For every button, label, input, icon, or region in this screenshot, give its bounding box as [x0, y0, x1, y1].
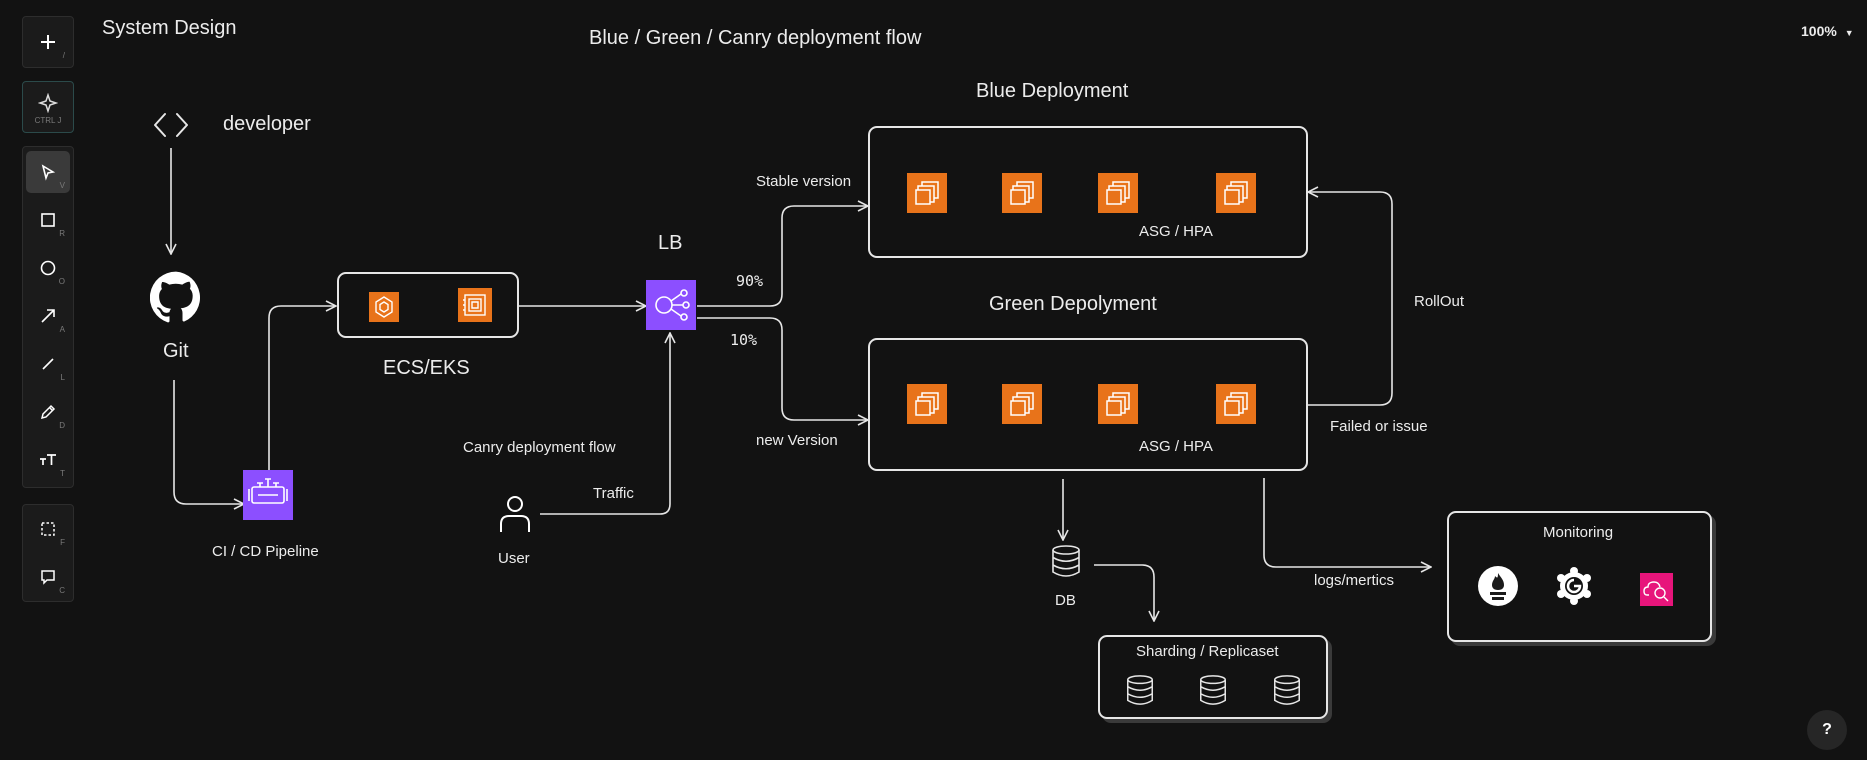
text-icon — [40, 454, 56, 465]
shortcut-label: F — [60, 538, 65, 547]
cicd-label: CI / CD Pipeline — [212, 543, 319, 560]
arrow-lb-to-green — [697, 317, 868, 420]
ecs-eks-label: ECS/EKS — [383, 357, 470, 379]
shortcut-label: V — [59, 181, 65, 190]
asg-hpa-label-green: ASG / HPA — [1139, 438, 1213, 455]
zoom-level: 100% — [1801, 23, 1837, 39]
sharding-replicaset-label: Sharding / Replicaset — [1136, 643, 1279, 660]
text-tool-button[interactable]: T — [26, 439, 70, 481]
frame-tool-button[interactable]: F — [26, 508, 70, 550]
cicd-pipeline-icon — [243, 470, 293, 520]
database-icon — [1200, 675, 1226, 705]
load-balancer-icon — [646, 280, 696, 330]
arrow-git-to-cicd — [173, 380, 244, 504]
database-icon — [1127, 675, 1153, 705]
user-icon — [500, 496, 530, 532]
toolbar-tools-group: V R O A L D T — [22, 146, 74, 488]
prometheus-icon — [1478, 566, 1518, 606]
arrow-cicd-to-ecs — [268, 306, 336, 470]
shortcut-label: / — [62, 51, 65, 60]
arrow-db-to-sharding — [1094, 564, 1154, 621]
shortcut-label: A — [59, 325, 65, 334]
chevron-down-icon: ▼ — [1844, 28, 1854, 38]
arrow-icon — [41, 309, 55, 323]
rollout-label: RollOut — [1414, 293, 1465, 310]
canvas-title[interactable]: System Design — [102, 17, 237, 39]
sparkle-icon — [38, 93, 58, 113]
ecs-eks-container[interactable] — [337, 272, 519, 338]
select-tool-button[interactable]: V — [26, 151, 70, 193]
database-icon — [1052, 545, 1080, 577]
toolbar-add-group: / — [22, 16, 74, 68]
monitoring-label: Monitoring — [1543, 524, 1614, 541]
shortcut-label: CTRL J — [34, 116, 62, 125]
line-tool-button[interactable]: L — [26, 343, 70, 385]
shortcut-label: O — [58, 277, 65, 286]
grafana-icon — [1557, 567, 1591, 605]
circle-icon — [40, 260, 56, 276]
circle-tool-button[interactable]: O — [26, 247, 70, 289]
pencil-tool-button[interactable]: D — [26, 391, 70, 433]
code-brackets-icon — [154, 113, 188, 137]
asg-hpa-label-blue: ASG / HPA — [1139, 223, 1213, 240]
line-icon — [42, 358, 54, 370]
zoom-control[interactable]: 100% ▼ — [1801, 23, 1854, 39]
rectangle-tool-button[interactable]: R — [26, 199, 70, 241]
ec2-instance-icon — [1098, 384, 1138, 424]
arrow-green-to-monitoring — [1263, 478, 1431, 567]
help-button[interactable]: ? — [1807, 710, 1847, 750]
canary-flow-label: Canry deployment flow — [463, 439, 616, 456]
developer-label: developer — [223, 113, 311, 135]
blue-deployment-title: Blue Deployment — [976, 80, 1129, 102]
arrow-lb-to-blue — [697, 206, 868, 307]
arrow-rollout-green-to-blue — [1308, 192, 1393, 406]
logs-metrics-label: logs/mertics — [1314, 572, 1395, 589]
ai-button[interactable]: CTRL J — [26, 86, 70, 128]
traffic-percent-blue: 90% — [736, 272, 764, 290]
failed-or-issue-label: Failed or issue — [1330, 418, 1428, 435]
comment-icon — [41, 570, 55, 585]
shortcut-label: C — [59, 586, 65, 595]
toolbar-extra-group: F C — [22, 504, 74, 602]
plus-icon — [41, 35, 55, 49]
diagram-title: Blue / Green / Canry deployment flow — [589, 27, 922, 49]
comment-tool-button[interactable]: C — [26, 556, 70, 598]
sharding-replicaset-container[interactable] — [1098, 635, 1328, 719]
user-label: User — [498, 550, 530, 567]
ec2-instance-icon — [1002, 173, 1042, 213]
add-button[interactable]: / — [26, 21, 70, 63]
ec2-instance-icon — [1002, 384, 1042, 424]
shortcut-label: D — [59, 421, 65, 430]
traffic-label: Traffic — [593, 485, 634, 502]
blue-deployment-container[interactable] — [868, 126, 1308, 258]
arrow-tool-button[interactable]: A — [26, 295, 70, 337]
shortcut-label: L — [60, 373, 65, 382]
ec2-instance-icon — [907, 173, 947, 213]
rectangle-icon — [41, 213, 55, 227]
select-cursor-icon — [41, 164, 56, 181]
green-deployment-title: Green Depolyment — [989, 293, 1157, 315]
github-icon — [150, 271, 200, 323]
toolbar-ai-group: CTRL J — [22, 81, 74, 133]
ec2-instance-icon — [1216, 173, 1256, 213]
git-label: Git — [163, 340, 189, 362]
db-label: DB — [1055, 592, 1076, 609]
lb-label: LB — [658, 232, 683, 254]
ecs-icon — [369, 292, 399, 322]
pencil-icon — [40, 404, 56, 420]
cloudwatch-icon — [1640, 573, 1673, 606]
ec2-instance-icon — [1098, 173, 1138, 213]
green-deployment-container[interactable] — [868, 338, 1308, 471]
monitoring-container[interactable] — [1447, 511, 1712, 642]
database-icon — [1274, 675, 1300, 705]
eks-icon — [458, 288, 492, 322]
ec2-instance-icon — [1216, 384, 1256, 424]
stable-version-label: Stable version — [756, 173, 852, 190]
shortcut-label: R — [59, 229, 65, 238]
shortcut-label: T — [60, 469, 65, 478]
new-version-label: new Version — [756, 432, 838, 449]
frame-icon — [41, 522, 55, 536]
ec2-instance-icon — [907, 384, 947, 424]
traffic-percent-green: 10% — [730, 331, 758, 349]
